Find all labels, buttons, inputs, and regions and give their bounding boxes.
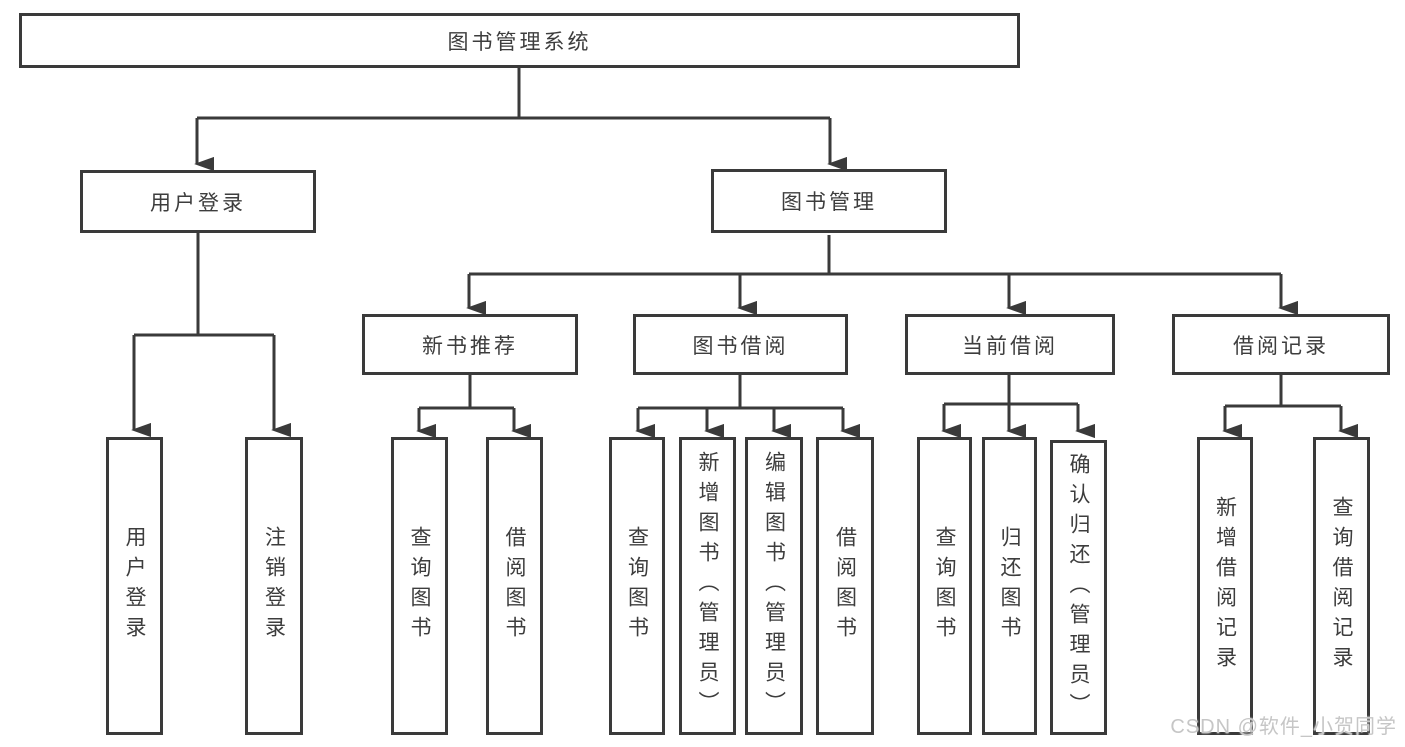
node-query-books-current: 查询图书 [917, 437, 972, 735]
node-add-book-admin: 新增图书（管理员） [679, 437, 736, 735]
node-root: 图书管理系统 [19, 13, 1020, 68]
node-new-book-recommend: 新书推荐 [362, 314, 578, 375]
node-book-mgmt-branch: 图书管理 [711, 169, 947, 233]
node-confirm-return-admin: 确认归还（管理员） [1050, 440, 1107, 735]
node-query-books-recommend: 查询图书 [391, 437, 448, 735]
node-query-books-borrow: 查询图书 [609, 437, 665, 735]
node-query-borrow-record: 查询借阅记录 [1313, 437, 1370, 735]
node-borrow-records: 借阅记录 [1172, 314, 1390, 375]
node-return-books: 归还图书 [982, 437, 1037, 735]
node-add-borrow-record: 新增借阅记录 [1197, 437, 1253, 735]
csdn-watermark: CSDN @软件_小贺同学 [1170, 716, 1397, 738]
node-current-borrow: 当前借阅 [905, 314, 1115, 375]
node-logout-leaf: 注销登录 [245, 437, 303, 735]
node-user-login-leaf: 用户登录 [106, 437, 163, 735]
node-borrow-books-leaf: 借阅图书 [816, 437, 874, 735]
node-edit-book-admin: 编辑图书（管理员） [745, 437, 803, 735]
node-user-login-branch: 用户登录 [80, 170, 316, 233]
node-book-borrow: 图书借阅 [633, 314, 848, 375]
node-borrow-books-recommend: 借阅图书 [486, 437, 543, 735]
